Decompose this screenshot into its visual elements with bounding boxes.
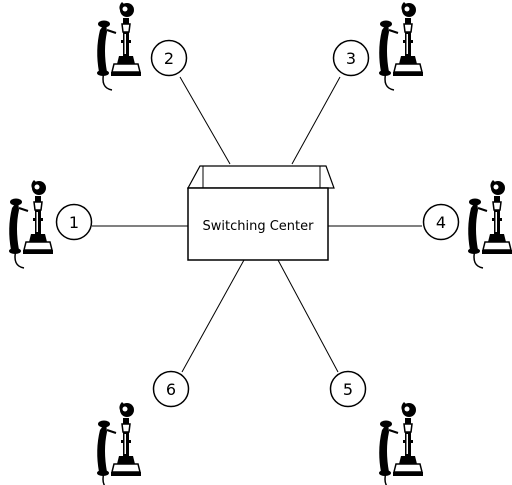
node-1: 1 — [55, 203, 93, 241]
node-6: 6 — [152, 370, 190, 408]
box-top-opening — [186, 165, 335, 189]
node-6-label: 6 — [166, 380, 176, 399]
node-4-label: 4 — [436, 213, 446, 232]
box-body — [187, 187, 329, 261]
link-6 — [181, 259, 245, 373]
link-5 — [277, 259, 339, 373]
switching-center: Switching Center — [186, 165, 335, 261]
candlestick-telephone-icon — [378, 401, 424, 485]
link-2 — [179, 76, 231, 165]
node-2-label: 2 — [164, 49, 174, 68]
candlestick-telephone-icon — [8, 179, 54, 269]
node-2: 2 — [150, 39, 188, 77]
node-1-label: 1 — [69, 213, 79, 232]
node-5-label: 5 — [343, 380, 353, 399]
node-4: 4 — [422, 203, 460, 241]
candlestick-telephone-icon — [378, 1, 424, 91]
switching-center-label: Switching Center — [203, 219, 315, 234]
candlestick-telephone-icon — [467, 179, 512, 269]
node-3: 3 — [332, 39, 370, 77]
link-3 — [291, 76, 341, 165]
candlestick-telephone-icon — [96, 401, 142, 485]
node-5: 5 — [329, 370, 367, 408]
candlestick-telephone-icon — [96, 1, 142, 91]
node-3-label: 3 — [346, 49, 356, 68]
